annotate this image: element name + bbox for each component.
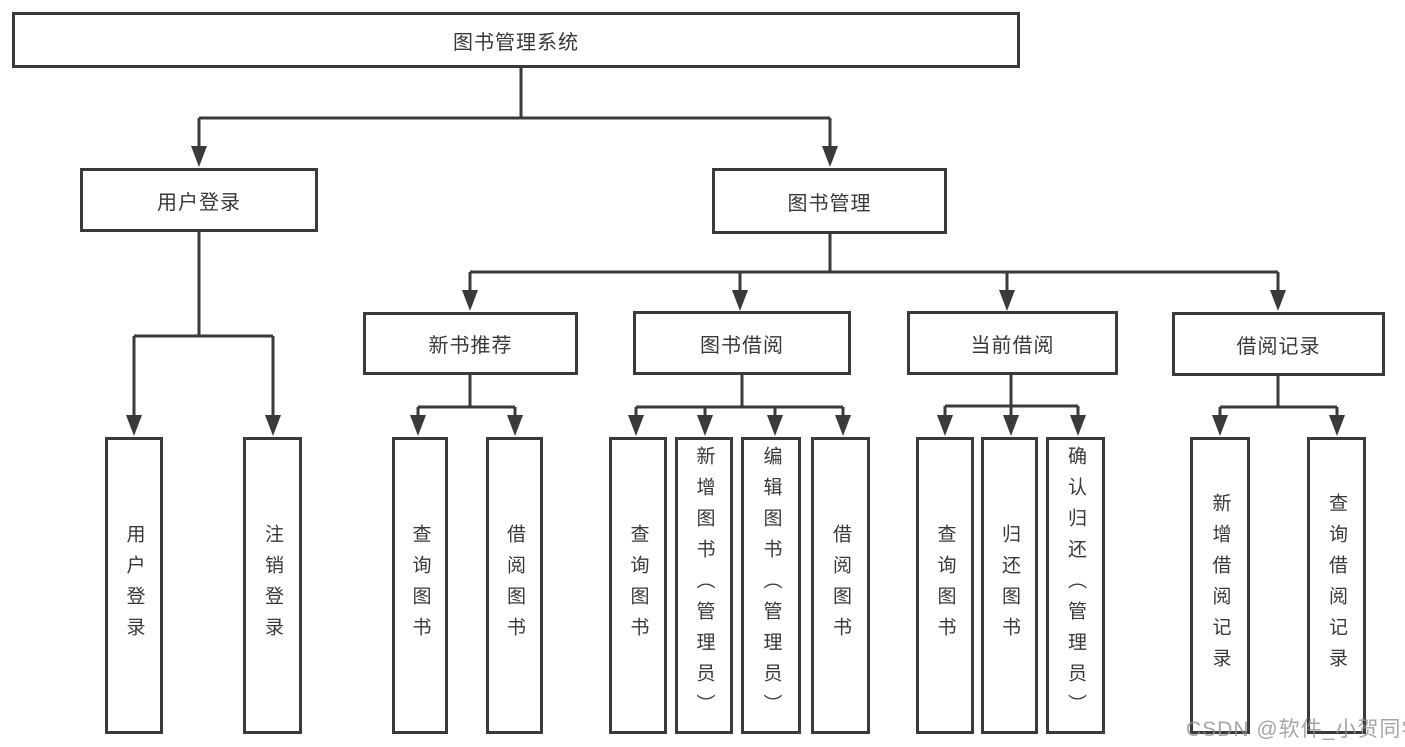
leaf-label: 确认归还（管理员） <box>1065 446 1086 725</box>
leaf-label: 用户登录 <box>123 523 145 648</box>
leaf-label: 查询图书 <box>627 523 649 648</box>
node-label: 借阅记录 <box>1236 335 1321 358</box>
leaf-label: 查询图书 <box>409 523 431 648</box>
leaf-user-login: 用户登录 <box>105 437 163 734</box>
leaf-borrow-books: 借阅图书 <box>811 437 870 734</box>
node-label: 图书管理系统 <box>453 31 579 54</box>
leaf-label: 查询借阅记录 <box>1326 492 1347 679</box>
leaf-borrow-books-recommend: 借阅图书 <box>486 437 543 734</box>
node-borrow-records: 借阅记录 <box>1172 312 1385 376</box>
node-book-borrow: 图书借阅 <box>633 311 851 375</box>
csdn-watermark: CSDN @软件_小贺同学 <box>1186 718 1405 741</box>
leaf-label: 归还图书 <box>999 523 1020 648</box>
node-label: 当前借阅 <box>970 334 1055 357</box>
node-current-borrow: 当前借阅 <box>907 311 1118 375</box>
leaf-logout: 注销登录 <box>243 437 302 734</box>
leaf-label: 查询图书 <box>934 523 956 648</box>
leaf-add-books-admin: 新增图书（管理员） <box>675 437 733 734</box>
leaf-label: 注销登录 <box>262 523 283 648</box>
node-library-system-root: 图书管理系统 <box>12 12 1020 68</box>
node-book-management: 图书管理 <box>712 168 947 234</box>
leaf-query-borrow-record: 查询借阅记录 <box>1307 437 1366 734</box>
leaf-label: 借阅图书 <box>504 523 525 648</box>
node-label: 图书借阅 <box>700 334 784 357</box>
leaf-label: 新增借阅记录 <box>1209 492 1231 679</box>
leaf-add-borrow-record: 新增借阅记录 <box>1190 437 1250 734</box>
leaf-edit-books-admin: 编辑图书（管理员） <box>741 437 801 734</box>
leaf-confirm-return-admin: 确认归还（管理员） <box>1046 437 1105 734</box>
node-label: 新书推荐 <box>428 335 513 357</box>
node-label: 用户登录 <box>157 191 241 214</box>
leaf-query-books-current: 查询图书 <box>916 437 974 734</box>
leaf-label: 借阅图书 <box>830 523 851 648</box>
leaf-query-books-borrow: 查询图书 <box>609 437 667 734</box>
leaf-label: 编辑图书（管理员） <box>760 446 782 725</box>
leaf-query-books-recommend: 查询图书 <box>392 437 448 734</box>
node-user-login: 用户登录 <box>80 168 318 232</box>
leaf-return-books: 归还图书 <box>981 437 1038 734</box>
node-label: 图书管理 <box>787 192 872 215</box>
leaf-label: 新增图书（管理员） <box>693 446 715 725</box>
node-new-book-recommend: 新书推荐 <box>363 312 578 375</box>
